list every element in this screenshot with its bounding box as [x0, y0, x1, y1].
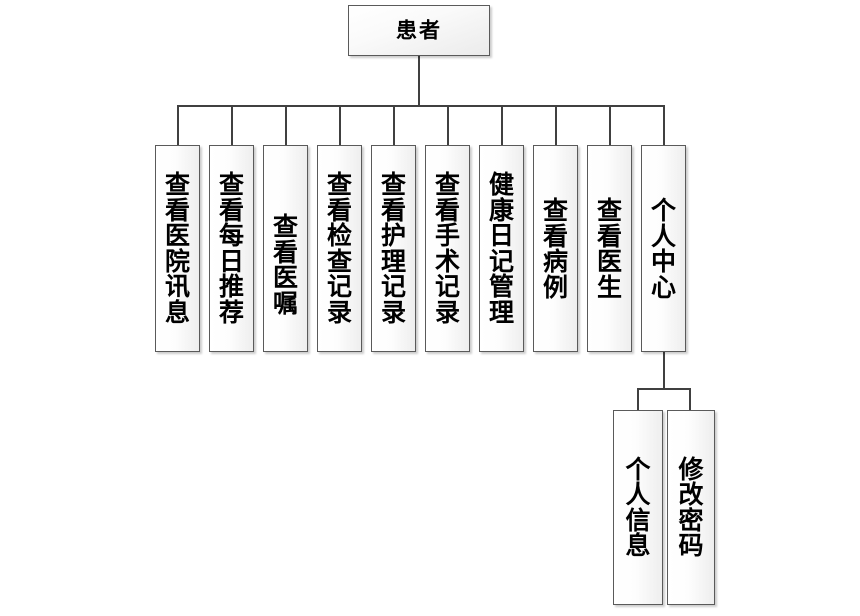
connector-drop-2 — [231, 105, 233, 146]
connector-drop-1 — [177, 105, 179, 146]
connector-drop-sub-2 — [689, 388, 691, 411]
node-view-daily-recommend-label: 查 看 每 日 推 荐 — [218, 170, 244, 327]
node-view-daily-recommend[interactable]: 查 看 每 日 推 荐 — [209, 145, 254, 352]
node-view-doctors-label: 查 看 医 生 — [596, 196, 622, 302]
connector-root-stem — [418, 56, 420, 105]
connector-personal-center-stem — [663, 352, 665, 389]
node-view-surgery-records-label: 查 看 手 术 记 录 — [434, 170, 460, 327]
connector-drop-9 — [609, 105, 611, 146]
node-personal-info-label: 个 人 信 息 — [625, 454, 651, 560]
node-view-doctors[interactable]: 查 看 医 生 — [587, 145, 632, 352]
connector-sub-bus — [637, 388, 691, 390]
node-health-diary-manage[interactable]: 健 康 日 记 管 理 — [479, 145, 524, 352]
node-view-hospital-news-label: 查 看 医 院 讯 息 — [164, 170, 190, 327]
node-change-password-label: 修 改 密 码 — [678, 454, 704, 560]
node-view-surgery-records[interactable]: 查 看 手 术 记 录 — [425, 145, 470, 352]
node-view-nursing-records-label: 查 看 护 理 记 录 — [380, 170, 406, 327]
node-change-password[interactable]: 修 改 密 码 — [667, 410, 715, 605]
connector-drop-10 — [663, 105, 665, 146]
node-view-nursing-records[interactable]: 查 看 护 理 记 录 — [371, 145, 416, 352]
node-health-diary-manage-label: 健 康 日 记 管 理 — [488, 170, 514, 327]
connector-main-bus — [177, 105, 664, 107]
connector-drop-6 — [447, 105, 449, 146]
node-view-medical-cases[interactable]: 查 看 病 例 — [533, 145, 578, 352]
node-view-doctor-orders[interactable]: 查 看 医 嘱 — [263, 145, 308, 352]
node-patient-label: 患者 — [396, 17, 442, 42]
connector-drop-7 — [501, 105, 503, 146]
node-personal-center[interactable]: 个 人 中 心 — [641, 145, 686, 352]
node-view-hospital-news[interactable]: 查 看 医 院 讯 息 — [155, 145, 200, 352]
node-personal-info[interactable]: 个 人 信 息 — [613, 410, 663, 605]
connector-drop-5 — [393, 105, 395, 146]
node-view-medical-cases-label: 查 看 病 例 — [542, 196, 568, 302]
node-view-exam-records-label: 查 看 检 查 记 录 — [326, 170, 352, 327]
node-view-exam-records[interactable]: 查 看 检 查 记 录 — [317, 145, 362, 352]
connector-drop-8 — [555, 105, 557, 146]
connector-drop-3 — [285, 105, 287, 146]
node-patient[interactable]: 患者 — [348, 5, 490, 56]
connector-drop-4 — [339, 105, 341, 146]
node-personal-center-label: 个 人 中 心 — [650, 196, 676, 302]
connector-drop-sub-1 — [637, 388, 639, 411]
node-view-doctor-orders-label: 查 看 医 嘱 — [272, 212, 298, 318]
